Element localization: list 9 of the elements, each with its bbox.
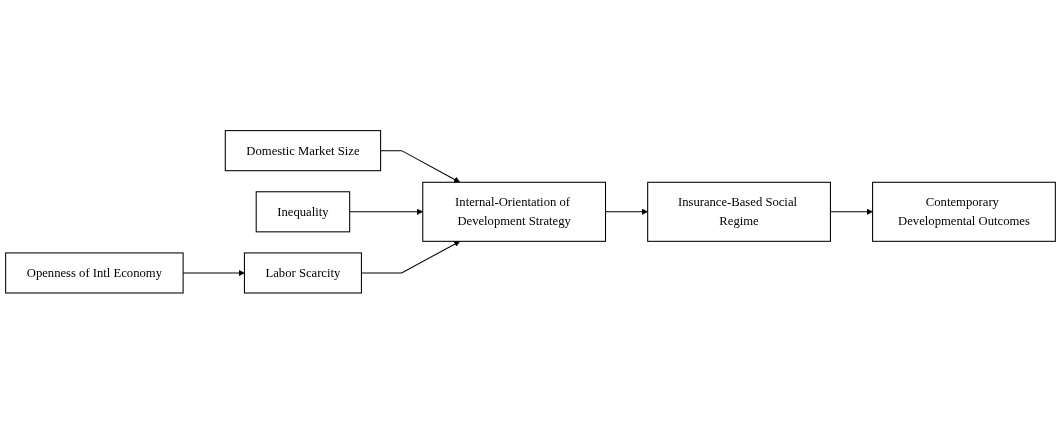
node-box: Insurance-Based Social Regime [647,181,831,242]
node-box: Internal-Orientation of Development Strategy [422,181,607,242]
node-box: Contemporary Developmental Outcomes [872,181,1056,242]
node-box: Inequality [255,190,351,233]
arrow [380,149,461,183]
node-box: Openness of Intl Economy [5,252,184,294]
node-box: Labor Scarcity [243,252,362,294]
node-box: Domestic Market Size [224,129,382,171]
arrow [605,208,648,215]
